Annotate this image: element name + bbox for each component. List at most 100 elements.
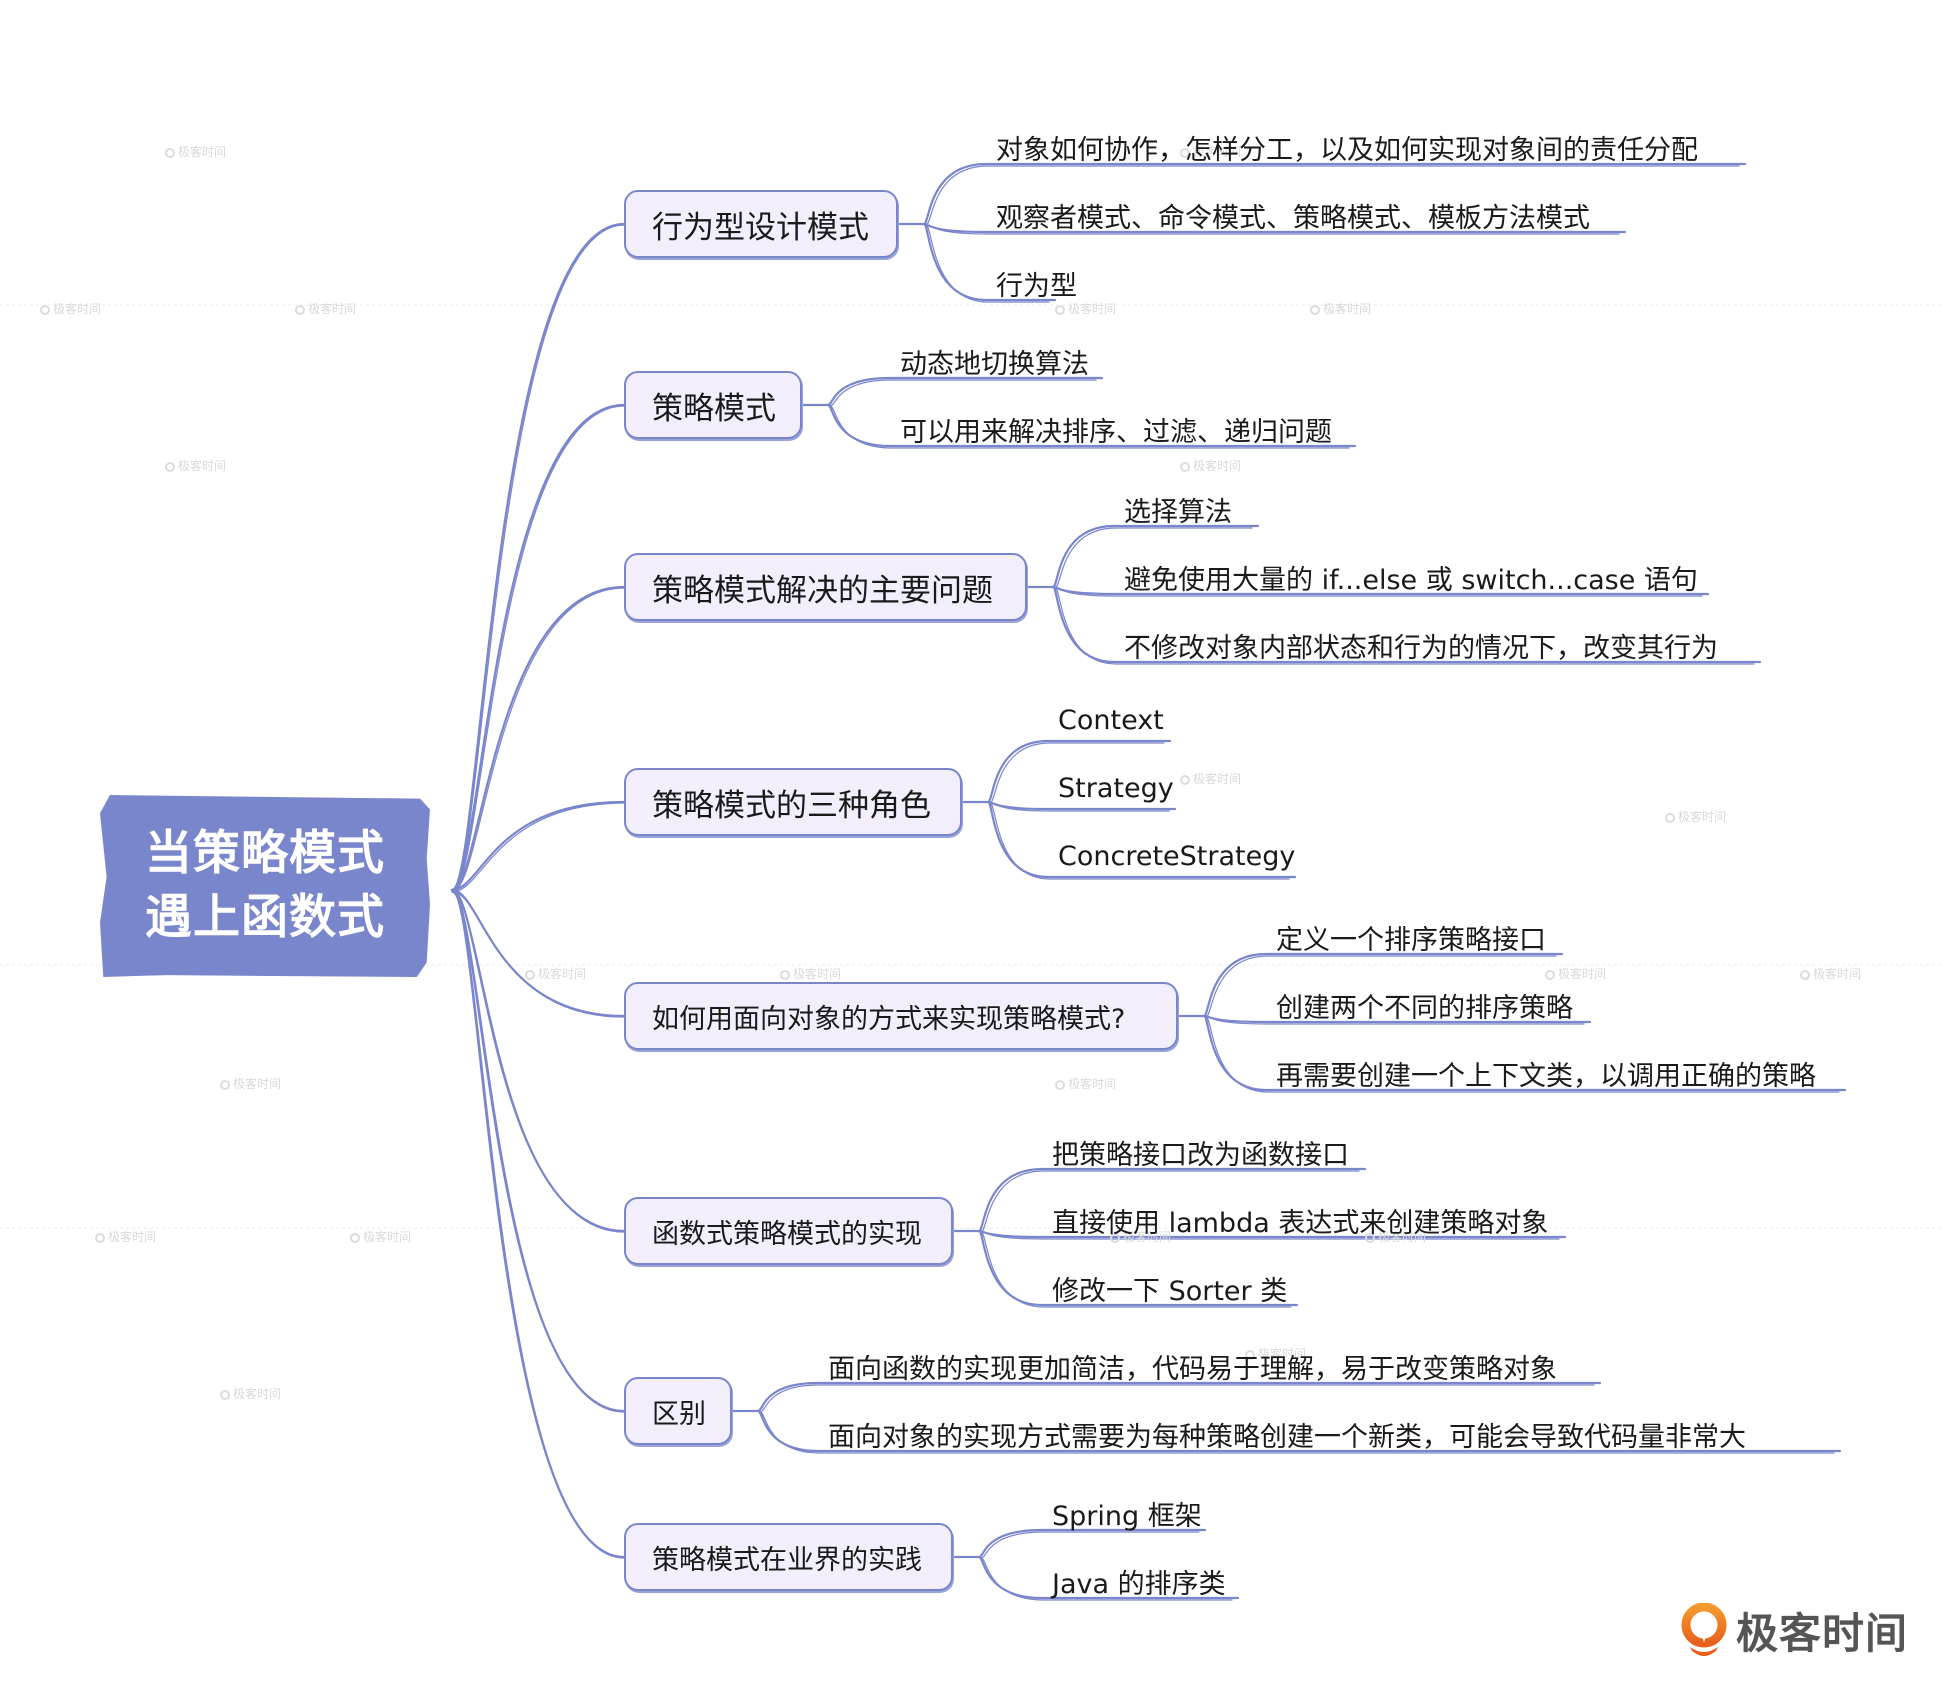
subtopic[interactable]: ConcreteStrategy: [1058, 841, 1296, 872]
root-topic[interactable]: 当策略模式 遇上函数式: [100, 795, 430, 977]
subtopic[interactable]: 行为型: [996, 271, 1077, 302]
watermark: 极客时间: [220, 1075, 281, 1092]
root-branch-connector-sketch: [451, 587, 625, 893]
root-branch-connector-sketch: [451, 405, 625, 893]
watermark: 极客时间: [350, 1228, 411, 1245]
watermark-logo-icon: [95, 1233, 105, 1243]
watermark: 极客时间: [1245, 1345, 1306, 1362]
subtopic[interactable]: 再需要创建一个上下文类，以调用正确的策略: [1276, 1061, 1816, 1092]
subtopic[interactable]: 观察者模式、命令模式、策略模式、模板方法模式: [996, 203, 1590, 234]
subtopic[interactable]: 动态地切换算法: [900, 349, 1089, 380]
watermark-logo-icon: [1310, 305, 1320, 315]
subtopic-connector: [756, 1381, 1602, 1413]
watermark-text: 极客时间: [1193, 772, 1242, 786]
watermark-logo-icon: [1180, 148, 1190, 158]
watermark: 极客时间: [1665, 808, 1726, 825]
watermark-text: 极客时间: [53, 302, 102, 316]
subtopic-connector-sketch: [925, 224, 1620, 235]
root-branch-connector-sketch: [451, 891, 625, 1233]
subtopic[interactable]: 对象如何协作，怎样分工，以及如何实现对象间的责任分配: [996, 135, 1698, 166]
subtopic-connector-sketch: [980, 1170, 1360, 1233]
subtopic-connector-sketch: [759, 1411, 1835, 1454]
branch-topic[interactable]: 如何用面向对象的方式来实现策略模式?: [624, 982, 1178, 1050]
subtopic-connector-sketch: [989, 802, 1290, 880]
watermark: 极客时间: [40, 300, 101, 317]
subtopic[interactable]: 面向函数的实现更加简洁，代码易于理解，易于改变策略对象: [828, 1354, 1557, 1385]
branch-topic-label: 行为型设计模式: [652, 209, 869, 246]
watermark-logo-icon: [1110, 1233, 1120, 1243]
subtopic[interactable]: 选择算法: [1124, 497, 1232, 528]
subtopic-connector: [922, 162, 1747, 226]
subtopic[interactable]: 直接使用 lambda 表达式来创建策略对象: [1052, 1208, 1549, 1239]
watermark: 极客时间: [1180, 457, 1241, 474]
subtopic-connector: [986, 739, 1172, 804]
branch-topic[interactable]: 策略模式: [624, 371, 802, 439]
subtopic-connector: [986, 800, 1297, 879]
subtopic-connector-sketch: [989, 802, 1170, 812]
branch-topic[interactable]: 策略模式的三种角色: [624, 768, 962, 836]
watermark-logo-icon: [220, 1390, 230, 1400]
subtopic[interactable]: 定义一个排序策略接口: [1276, 925, 1546, 956]
branch-topic-label: 如何用面向对象的方式来实现策略模式?: [652, 1003, 1126, 1035]
watermark-text: 极客时间: [1123, 1230, 1172, 1244]
subtopic-connector-sketch: [925, 224, 1050, 303]
subtopic[interactable]: 避免使用大量的 if...else 或 switch...case 语句: [1124, 565, 1698, 596]
watermark-text: 极客时间: [233, 1387, 282, 1401]
subtopic-connector: [826, 376, 1104, 407]
subtopic-connector-sketch: [980, 1231, 1292, 1308]
root-title-line2: 遇上函数式: [145, 890, 385, 945]
root-branch-connector: [450, 800, 626, 892]
watermark-text: 极客时间: [178, 145, 227, 159]
root-branch-connector-sketch: [451, 802, 625, 893]
root-branch-connector: [450, 888, 626, 1559]
root-branch-connector: [450, 888, 626, 1233]
watermark: 极客时间: [1110, 1228, 1171, 1245]
watermark-logo-icon: [525, 970, 535, 980]
watermark-text: 极客时间: [233, 1077, 282, 1091]
subtopic[interactable]: 创建两个不同的排序策略: [1276, 993, 1573, 1024]
branch-topic[interactable]: 区别: [624, 1377, 732, 1445]
subtopic[interactable]: 修改一下 Sorter 类: [1052, 1276, 1288, 1307]
watermark-logo-icon: [1055, 1080, 1065, 1090]
subtopic[interactable]: Spring 框架: [1052, 1501, 1202, 1532]
subtopic-connector-sketch: [980, 1231, 1560, 1240]
watermark-logo-icon: [165, 148, 175, 158]
subtopic-connector: [977, 1167, 1367, 1233]
subtopic[interactable]: 面向对象的实现方式需要为每种策略创建一个新类，可能会导致代码量非常大: [828, 1422, 1746, 1453]
branch-topic[interactable]: 函数式策略模式的实现: [624, 1197, 953, 1265]
watermark-text: 极客时间: [538, 967, 587, 981]
subtopic-connector-sketch: [925, 165, 1740, 226]
subtopic-connector-sketch: [829, 405, 1350, 449]
watermark-text: 极客时间: [1678, 810, 1727, 824]
root-branch-connector-sketch: [451, 891, 625, 1413]
branch-topic[interactable]: 行为型设计模式: [624, 190, 898, 258]
branch-topic-label: 策略模式在业界的实践: [652, 1544, 922, 1576]
watermark-logo-icon: [1055, 305, 1065, 315]
watermark-text: 极客时间: [1193, 459, 1242, 473]
subtopic-connector-sketch: [989, 742, 1165, 804]
watermark-logo-icon: [780, 970, 790, 980]
subtopic-connector: [977, 1555, 1240, 1600]
watermark: 极客时间: [165, 143, 226, 160]
subtopic-connector-sketch: [980, 1531, 1200, 1559]
subtopic[interactable]: Context: [1058, 705, 1164, 736]
subtopic-connector-sketch: [1205, 1016, 1840, 1093]
watermark-logo-icon: [295, 305, 305, 315]
watermark: 极客时间: [1310, 300, 1371, 317]
subtopic[interactable]: Java 的排序类: [1052, 1569, 1226, 1600]
subtopic-connector: [922, 222, 1057, 302]
watermark: 极客时间: [1800, 965, 1861, 982]
branch-topic[interactable]: 策略模式在业界的实践: [624, 1523, 953, 1591]
subtopic[interactable]: 可以用来解决排序、过滤、递归问题: [900, 417, 1332, 448]
logo-text: 极客时间: [1736, 1609, 1909, 1658]
subtopic[interactable]: Strategy: [1058, 773, 1174, 804]
geektime-logo-icon: [1681, 1602, 1727, 1656]
subtopic-connector-sketch: [759, 1384, 1595, 1413]
branch-topic[interactable]: 策略模式解决的主要问题: [624, 553, 1027, 621]
watermark: 极客时间: [525, 965, 586, 982]
watermark-logo-icon: [1365, 1233, 1375, 1243]
branch-topic-label: 策略模式的三种角色: [652, 787, 931, 824]
subtopic[interactable]: 把策略接口改为函数接口: [1052, 1140, 1349, 1171]
subtopic[interactable]: 不修改对象内部状态和行为的情况下，改变其行为: [1124, 633, 1718, 664]
